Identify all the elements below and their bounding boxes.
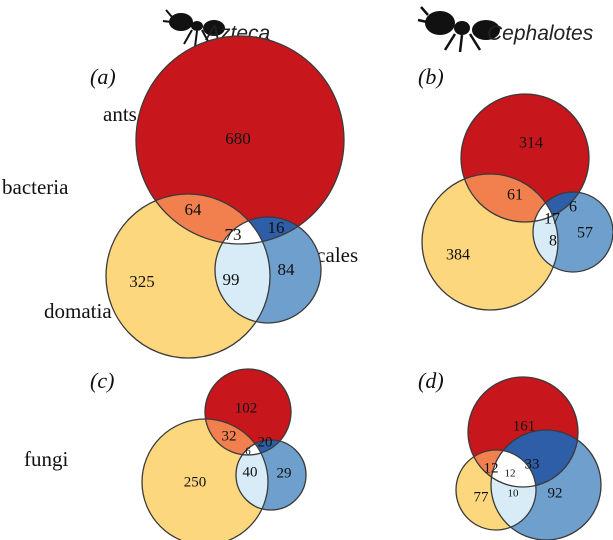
count-ants-scales: 16 [268, 218, 285, 237]
count-all-three: 12 [505, 468, 516, 480]
count-all-three: 17 [544, 211, 560, 228]
count-ants-domatia: 64 [185, 200, 203, 219]
venn-panel-d: 161 12 33 12 10 77 92 [455, 376, 602, 540]
count-all-three: 6 [245, 446, 251, 458]
count-scales: 84 [278, 260, 296, 279]
count-scales: 29 [277, 465, 292, 481]
count-scales: 57 [577, 225, 593, 242]
count-domatia: 77 [474, 489, 490, 505]
overlap-ants-scales [533, 192, 589, 222]
count-ants-domatia: 61 [507, 187, 523, 204]
count-domatia-scales: 99 [223, 270, 240, 289]
panel-label-c: (c) [90, 368, 114, 393]
count-ants: 680 [225, 129, 251, 148]
row-label-fungi: fungi [24, 447, 68, 471]
count-domatia: 250 [184, 474, 207, 490]
column-title-cephalotes: Cephalotes [487, 22, 594, 45]
cephalotes-ant-icon [417, 6, 500, 53]
count-domatia: 325 [129, 272, 155, 291]
count-ants-scales: 33 [525, 456, 540, 472]
count-ants-scales: 6 [569, 199, 577, 216]
count-domatia-scales: 40 [243, 464, 258, 480]
set-label-domatia: domatia [44, 299, 112, 323]
count-ants-scales: 20 [258, 434, 273, 450]
venn-panel-a: 680 64 16 73 99 325 84 [105, 35, 345, 359]
count-all-three: 73 [225, 225, 242, 244]
panel-label-a: (a) [90, 64, 116, 89]
venn-panel-b: 314 61 6 17 8 384 57 [421, 93, 613, 311]
venn-panel-c: 102 32 20 6 40 250 29 [141, 368, 307, 540]
overlap-ants-domatia [461, 174, 558, 222]
overlap-domatia-scales [236, 440, 268, 510]
panel-label-d: (d) [418, 368, 444, 393]
count-ants: 314 [519, 135, 543, 152]
azteca-ant-icon [162, 9, 225, 48]
count-scales: 92 [548, 485, 563, 501]
row-label-bacteria: bacteria [2, 175, 69, 199]
set-label-ants: ants [103, 102, 137, 126]
circle-ants [136, 36, 344, 244]
count-domatia-scales: 8 [549, 233, 557, 250]
count-domatia-scales: 10 [508, 488, 520, 500]
count-ants-domatia: 32 [222, 428, 237, 444]
count-ants: 102 [235, 400, 258, 416]
count-ants-domatia: 12 [484, 460, 499, 476]
count-ants: 161 [513, 418, 536, 434]
panel-label-b: (b) [418, 64, 444, 89]
count-domatia: 384 [446, 247, 470, 264]
overlap-ants-domatia [205, 419, 268, 455]
